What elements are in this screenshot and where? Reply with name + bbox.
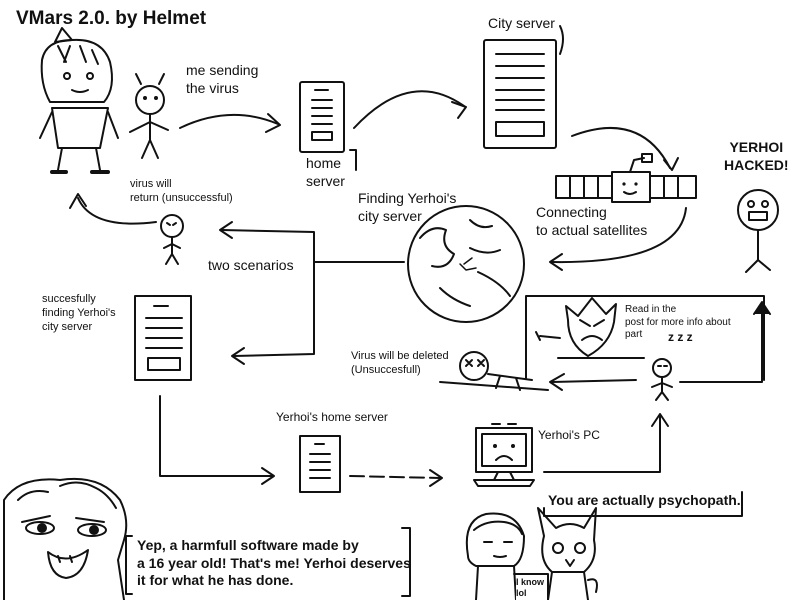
i-know-box xyxy=(513,573,549,600)
label-me-sending: me sending the virus xyxy=(186,62,259,96)
speech-bracket-right xyxy=(401,527,411,597)
label-two-scenarios: two scenarios xyxy=(208,257,294,273)
helmet-portrait xyxy=(3,477,128,600)
home-server-icon xyxy=(299,81,357,171)
label-yerhois-pc: Yerhoi's PC xyxy=(538,428,600,442)
outcome-box xyxy=(525,295,765,401)
label-yerhoi-home-server: Yerhoi's home server xyxy=(276,410,388,424)
yerhoi-bottom-figure xyxy=(465,512,525,600)
arrow-helmet-to-home xyxy=(179,113,279,129)
yerhoi-hacked-figure xyxy=(737,189,779,273)
arrow-split-lower xyxy=(233,261,315,357)
arrow-city-to-satellite xyxy=(571,127,671,169)
label-yep-quote: Yep, a harmfull software made by a 16 ye… xyxy=(137,537,411,588)
deleted-virus-figure xyxy=(439,351,549,391)
label-finding-city: Finding Yerhoi's city server xyxy=(358,190,457,224)
arrow-home-to-pc xyxy=(349,475,441,479)
label-hacked: YERHOI HACKED! xyxy=(724,139,789,173)
label-virus-return: virus will return (unsuccessful) xyxy=(130,178,233,204)
arrow-return-to-helmet xyxy=(77,197,157,225)
label-city-server: City server xyxy=(488,15,555,31)
label-successfully-finding: succesfully finding Yerhoi's city server xyxy=(42,293,116,333)
label-connecting: Connecting to actual satellites xyxy=(536,204,648,238)
yerhois-pc-icon xyxy=(473,423,535,487)
label-i-know: I know lol xyxy=(516,577,545,600)
label-read-in-post: Read in the post for more info about par… xyxy=(625,304,731,340)
arrow-split-upper xyxy=(221,229,315,263)
arrow-satellite-to-earth xyxy=(551,207,687,264)
speech-bracket-psycho xyxy=(543,491,743,517)
label-psychopath: You are actually psychopath. xyxy=(548,492,741,508)
found-city-server-icon xyxy=(134,295,192,381)
speech-bracket-left xyxy=(125,535,133,595)
sleep-zzz: z z z xyxy=(668,330,693,344)
cat-bottom-figure xyxy=(537,507,598,600)
satellite-icon xyxy=(555,153,697,203)
arrow-to-hacked xyxy=(679,305,763,383)
page-title: VMars 2.0. by Helmet xyxy=(16,8,207,29)
returning-virus-figure xyxy=(160,214,184,265)
earth-globe xyxy=(407,205,525,323)
yerhoi-home-server-icon xyxy=(299,435,341,493)
label-home-server: home server xyxy=(306,155,345,189)
label-virus-deleted: Virus will be deleted (Unsuccesfull) xyxy=(351,350,449,376)
arrow-home-to-city xyxy=(353,90,465,129)
virus-creature xyxy=(129,73,169,159)
helmet-character xyxy=(39,27,119,174)
arrow-pc-up xyxy=(543,415,661,473)
arrow-to-yerhoi-home xyxy=(159,395,273,477)
city-server-icon xyxy=(483,25,564,149)
